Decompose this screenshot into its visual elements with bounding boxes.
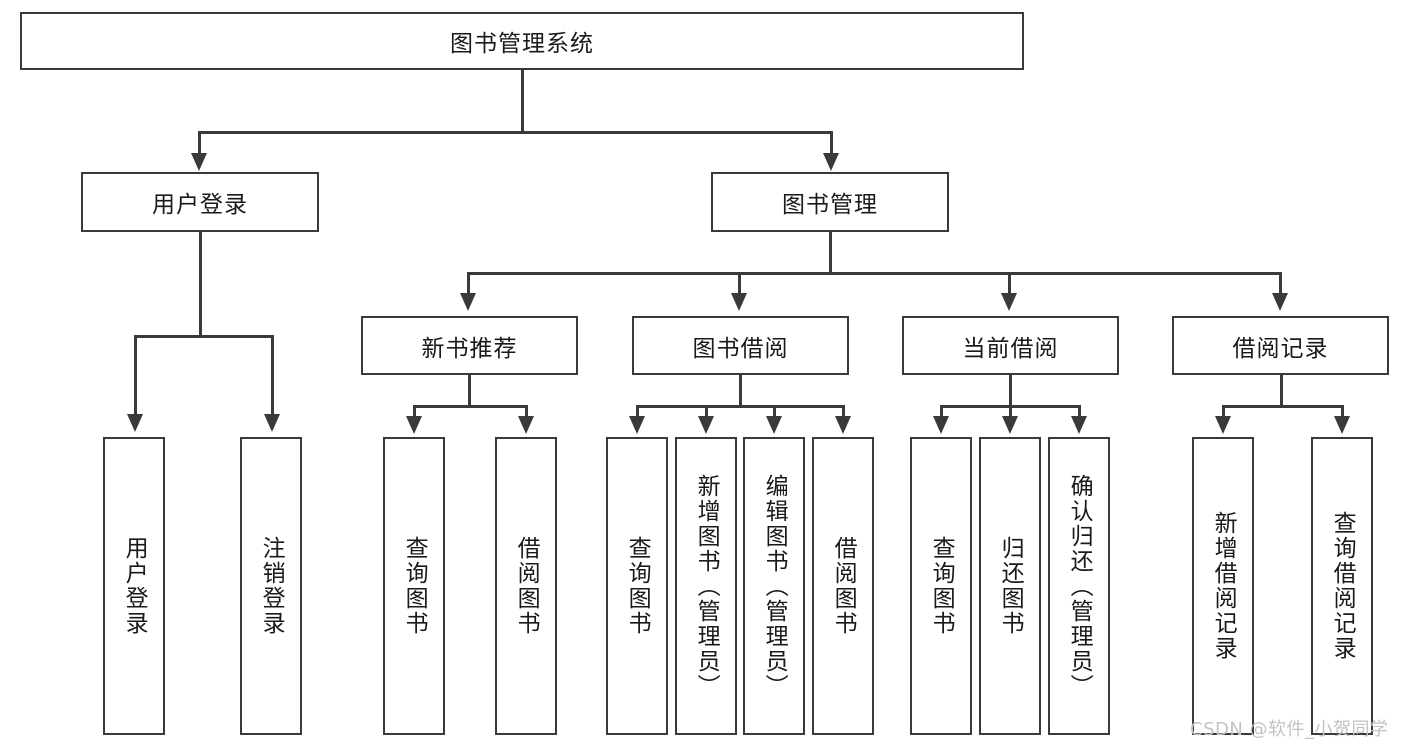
connector-level3-drop-1 xyxy=(467,272,470,296)
csdn-watermark: CSDN @软件_小贺同学 xyxy=(1190,719,1389,740)
connector-user-login-stem xyxy=(199,232,202,336)
arrow-bb-add-book xyxy=(698,416,714,434)
connector-cb-drop-3 xyxy=(1078,405,1081,419)
arrow-user-login-to-leaf-1 xyxy=(127,414,143,432)
arrow-nbr-query-book xyxy=(406,416,422,434)
connector-nbr-drop-2 xyxy=(525,405,528,419)
node-label: 借阅记录 xyxy=(1232,335,1329,362)
connector-current-borrow-stem xyxy=(1009,375,1012,407)
node-label: 查询图书 xyxy=(624,536,651,636)
node-label: 查询图书 xyxy=(401,536,428,636)
connector-user-login-bus xyxy=(134,335,273,338)
connector-level3-drop-4 xyxy=(1279,272,1282,296)
connector-book-borrow-stem xyxy=(739,375,742,407)
connector-cb-drop-2 xyxy=(1009,405,1012,419)
connector-user-login-to-leaf-2 xyxy=(271,335,274,417)
arrow-br-add-record xyxy=(1215,416,1231,434)
connector-bb-drop-1 xyxy=(636,405,639,419)
connector-cb-drop-1 xyxy=(940,405,943,419)
connector-root-bus xyxy=(198,131,832,134)
arrow-br-query-record xyxy=(1334,416,1350,434)
leaf-cb-confirm-return-admin[interactable]: 确认归还（管理员） xyxy=(1048,437,1110,735)
arrow-bb-query-book xyxy=(629,416,645,434)
connector-root-to-user-login xyxy=(198,131,201,157)
connector-borrow-records-bus xyxy=(1222,405,1343,408)
connector-level3-drop-3 xyxy=(1008,272,1011,296)
arrow-level3-borrow-records xyxy=(1272,293,1288,311)
arrow-cb-return-book xyxy=(1002,416,1018,434)
connector-user-login-to-leaf-1 xyxy=(134,335,137,417)
node-label: 查询借阅记录 xyxy=(1329,511,1356,661)
node-label: 图书管理系统 xyxy=(450,31,594,57)
node-label: 新增图书（管理员） xyxy=(693,473,720,699)
leaf-nbr-borrow-book[interactable]: 借阅图书 xyxy=(495,437,557,735)
leaf-bb-query-book[interactable]: 查询图书 xyxy=(606,437,668,735)
node-label: 用户登录 xyxy=(152,192,248,218)
node-label: 新书推荐 xyxy=(421,335,518,362)
arrow-root-to-book-management xyxy=(823,153,839,171)
node-label: 借阅图书 xyxy=(513,536,540,636)
arrow-cb-confirm-return xyxy=(1071,416,1087,434)
node-book-management[interactable]: 图书管理 xyxy=(711,172,949,232)
leaf-bb-borrow-book[interactable]: 借阅图书 xyxy=(812,437,874,735)
leaf-bb-add-book-admin[interactable]: 新增图书（管理员） xyxy=(675,437,737,735)
node-label: 查询图书 xyxy=(928,536,955,636)
node-label: 确认归还（管理员） xyxy=(1066,473,1093,699)
connector-br-drop-2 xyxy=(1341,405,1344,419)
connector-level3-drop-2 xyxy=(738,272,741,296)
node-label: 注销登录 xyxy=(258,536,285,636)
node-label: 借阅图书 xyxy=(830,536,857,636)
arrow-bb-edit-book xyxy=(766,416,782,434)
node-label: 当前借阅 xyxy=(962,335,1059,362)
node-label: 归还图书 xyxy=(997,536,1024,636)
arrow-bb-borrow-book xyxy=(835,416,851,434)
arrow-nbr-borrow-book xyxy=(518,416,534,434)
arrow-user-login-to-leaf-2 xyxy=(264,414,280,432)
leaf-br-query-borrow-record[interactable]: 查询借阅记录 xyxy=(1311,437,1373,735)
node-borrow-records[interactable]: 借阅记录 xyxy=(1172,316,1389,375)
connector-root-to-book-management xyxy=(830,131,833,157)
node-label: 图书借阅 xyxy=(692,335,789,362)
connector-book-borrow-bus xyxy=(636,405,844,408)
connector-bb-drop-4 xyxy=(842,405,845,419)
arrow-cb-query-book xyxy=(933,416,949,434)
connector-borrow-records-stem xyxy=(1280,375,1283,407)
leaf-cb-return-book[interactable]: 归还图书 xyxy=(979,437,1041,735)
leaf-user-login-login[interactable]: 用户登录 xyxy=(103,437,165,735)
connector-level3-bus xyxy=(467,272,1281,275)
node-new-book-recommend[interactable]: 新书推荐 xyxy=(361,316,578,375)
node-label: 新增借阅记录 xyxy=(1210,511,1237,661)
connector-bb-drop-3 xyxy=(773,405,776,419)
connector-nbr-drop-1 xyxy=(413,405,416,419)
connector-new-book-recommend-bus xyxy=(413,405,527,408)
leaf-cb-query-book[interactable]: 查询图书 xyxy=(910,437,972,735)
connector-book-management-stem xyxy=(829,232,832,274)
connector-new-book-recommend-stem xyxy=(468,375,471,407)
leaf-user-login-logout[interactable]: 注销登录 xyxy=(240,437,302,735)
node-label: 编辑图书（管理员） xyxy=(761,473,788,699)
node-user-login[interactable]: 用户登录 xyxy=(81,172,319,232)
node-root-book-management-system[interactable]: 图书管理系统 xyxy=(20,12,1024,70)
arrow-level3-book-borrow xyxy=(731,293,747,311)
arrow-level3-new-book-recommend xyxy=(460,293,476,311)
node-label: 用户登录 xyxy=(121,536,148,636)
node-book-borrow[interactable]: 图书借阅 xyxy=(632,316,849,375)
leaf-br-add-borrow-record[interactable]: 新增借阅记录 xyxy=(1192,437,1254,735)
connector-bb-drop-2 xyxy=(705,405,708,419)
node-current-borrow[interactable]: 当前借阅 xyxy=(902,316,1119,375)
connector-br-drop-1 xyxy=(1222,405,1225,419)
leaf-nbr-query-book[interactable]: 查询图书 xyxy=(383,437,445,735)
connector-root-stem xyxy=(521,70,524,132)
node-label: 图书管理 xyxy=(782,192,878,218)
arrow-root-to-user-login xyxy=(191,153,207,171)
leaf-bb-edit-book-admin[interactable]: 编辑图书（管理员） xyxy=(743,437,805,735)
arrow-level3-current-borrow xyxy=(1001,293,1017,311)
